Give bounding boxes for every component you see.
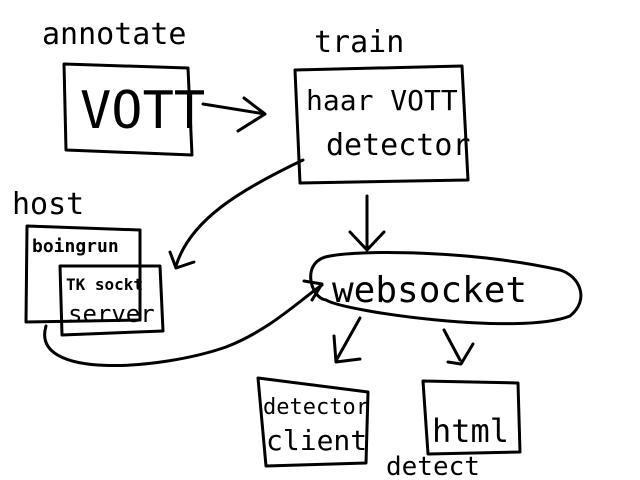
host-box bbox=[24, 224, 142, 324]
arrow-trainer-to-tk bbox=[168, 158, 305, 270]
trainer-box bbox=[293, 64, 470, 185]
html-box bbox=[421, 379, 522, 456]
node-trainer-line1: haar VOTT bbox=[306, 84, 458, 117]
node-tk-line2: server bbox=[68, 300, 155, 328]
node-vott: VOTT bbox=[80, 81, 205, 141]
label-annotate: annotate bbox=[42, 17, 187, 52]
node-websocket: websocket bbox=[332, 270, 527, 311]
label-host: host bbox=[12, 187, 84, 222]
label-detect: detect bbox=[386, 452, 480, 480]
node-tk-line1: TK sockt bbox=[66, 275, 143, 294]
websocket-blob bbox=[309, 251, 583, 326]
node-client-line2: client bbox=[266, 424, 367, 457]
node-boingrun: boingrun bbox=[32, 236, 119, 257]
node-trainer-line2: detector bbox=[326, 128, 471, 163]
arrow-host-to-websocket bbox=[43, 279, 324, 368]
arrow-websocket-to-client bbox=[332, 316, 362, 364]
node-client-line1: detector bbox=[263, 395, 369, 420]
detector-client-box bbox=[256, 376, 370, 468]
vott-box bbox=[62, 62, 194, 157]
label-train: train bbox=[314, 25, 404, 60]
arrow-websocket-to-html bbox=[442, 328, 475, 366]
arrow-trainer-to-websocket bbox=[348, 194, 386, 252]
tk-server-box bbox=[58, 264, 165, 337]
arrow-vott-to-trainer bbox=[201, 96, 267, 133]
node-html: html bbox=[432, 412, 509, 450]
